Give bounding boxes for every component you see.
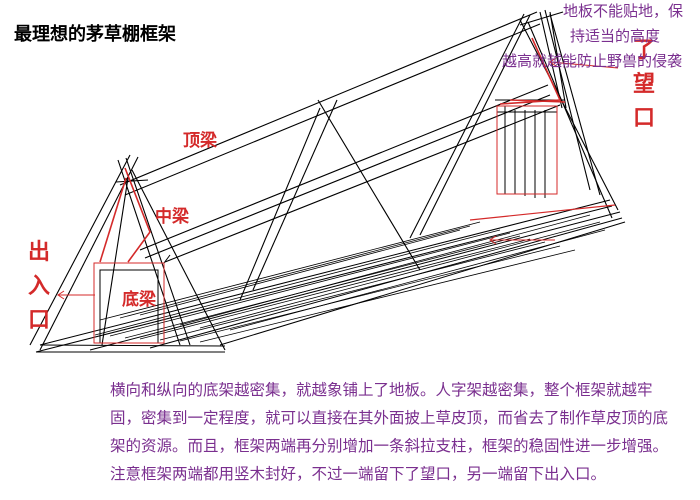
red-highlights [93, 37, 616, 344]
middle-beam-label: 中梁 [155, 207, 189, 227]
back-end-wall [495, 99, 565, 198]
description-paragraph: 横向和纵向的底架越密集，就越象铺上了地板。人字架越密集，整个框架就越牢固，密集到… [110, 381, 669, 483]
floor-note-line: 地板不能贴地，保 [563, 2, 684, 20]
bottom-beam-label: 底梁 [122, 290, 156, 310]
exit-char: 入 [28, 274, 51, 299]
exit-char: 口 [28, 308, 51, 333]
lookout-char: 口 [633, 106, 656, 131]
annotation-arrows [57, 57, 619, 300]
exit-char: 出 [28, 240, 51, 265]
floor-note-line: 持适当的高度 [570, 27, 661, 45]
diagram-title: 最理想的茅草棚框架 [14, 24, 176, 45]
floor-slats [94, 214, 606, 343]
lookout-arrow [549, 61, 619, 69]
top-beam-label: 顶梁 [183, 131, 217, 151]
lookout-char: 望 [633, 72, 656, 97]
lookout-char: 了 [633, 38, 656, 63]
floor-frame [35, 199, 626, 353]
floor-note-line: 越高就越能防止野兽的侵袭 [502, 52, 683, 70]
rafters-a-frame [29, 9, 619, 351]
